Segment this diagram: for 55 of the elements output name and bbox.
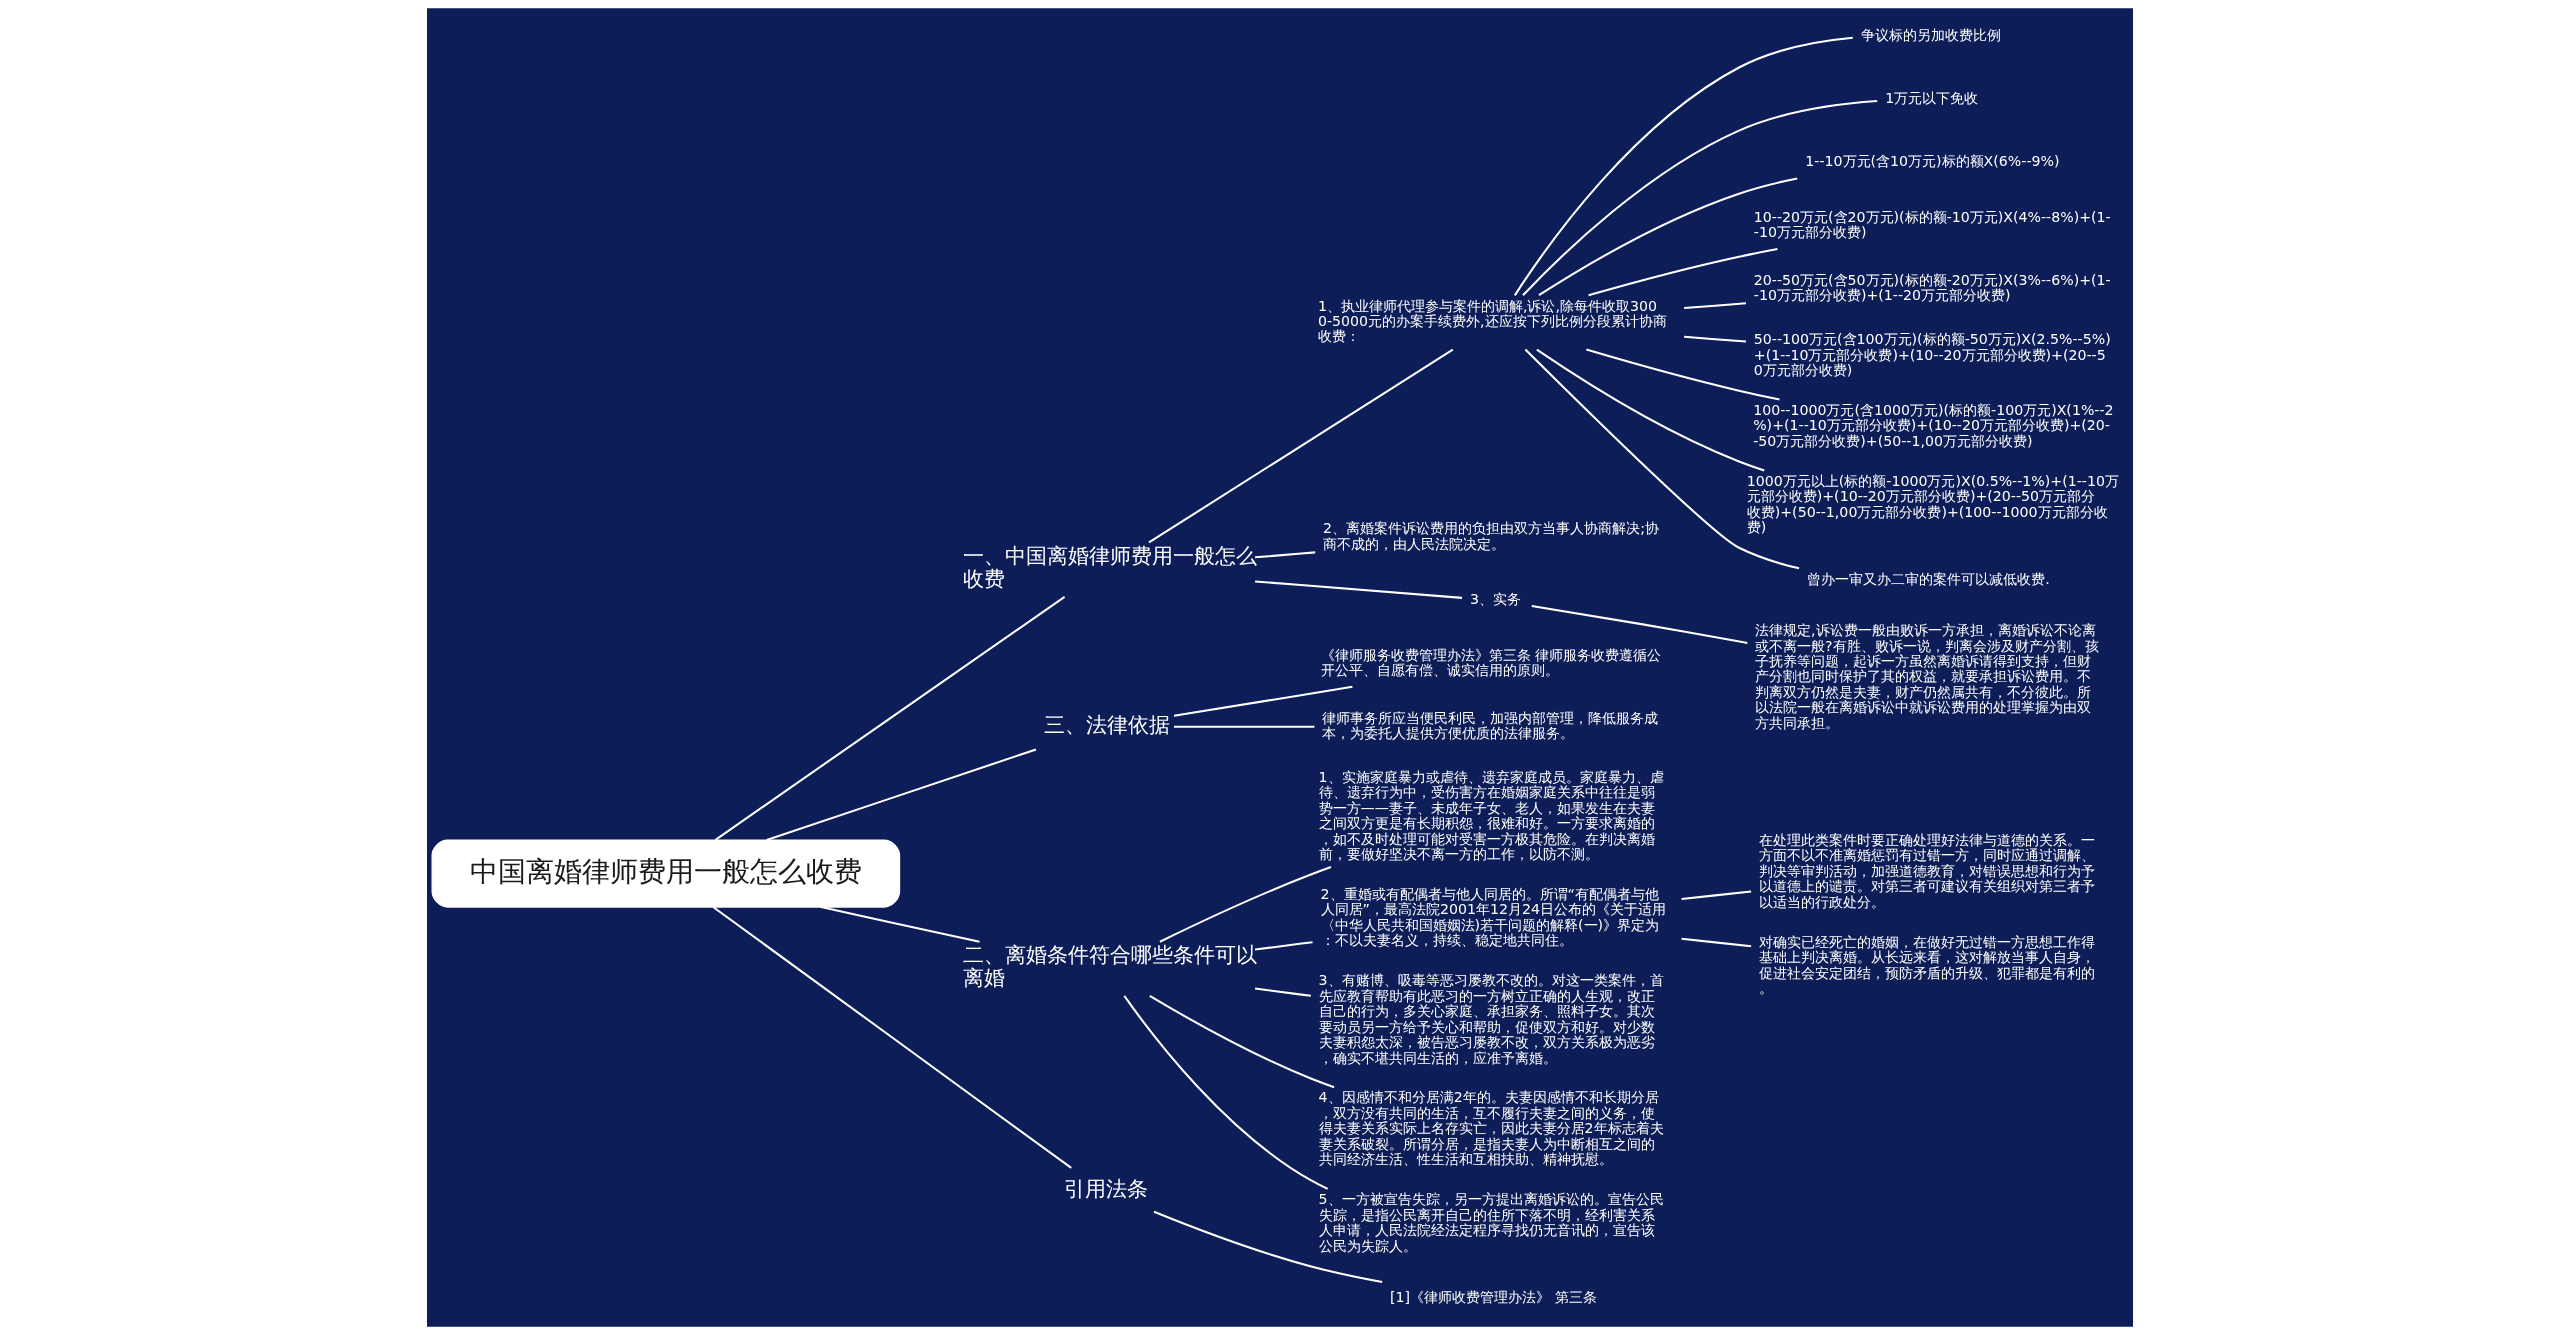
connector [1538, 177, 1798, 297]
connector [1681, 890, 1752, 900]
connector [1684, 335, 1746, 343]
node-text: 100--1000万元(含1000万元)(标的额-100万元)X(1%--2%)+(1--10万元部分收费)+(10--20万元部分收费)+(20--50万元部分收费)+(50--1,00万元部分收费) [1753, 401, 2114, 449]
connector [1255, 551, 1316, 559]
node-text: 一、中国离婚律师费用一般怎么收费 [962, 543, 1257, 592]
node-text: 争议标的另加收费比例 [1860, 27, 2001, 44]
connector [820, 906, 980, 943]
connector [1148, 348, 1454, 544]
connector [1149, 994, 1335, 1089]
node-box: 中国离婚律师费用一般怎么收费 [431, 839, 901, 908]
node-text: 《律师服务收费管理办法》第三条 律师服务收费遵循公开公平、自愿有偿、诚实信用的原则。 [1320, 646, 1662, 678]
connector [1524, 348, 1800, 570]
connector [1681, 937, 1752, 948]
node-text: 律师事务所应当便民利民，加强内部管理，降低服务成本，为委托人提供方便优质的法律服务。 [1322, 709, 1659, 742]
connector [1254, 941, 1313, 951]
node-text: 1、实施家庭暴力或虐待、遗弃家庭成员。家庭暴力、虐待、遗弃行为中，受伤害方在婚姻家庭关系中往往是弱势一方——妻子、未成年子女、老人，如果发生在夫妻之间双方更是有长期积怨，很难和好。一方要求离婚的，如不及时处理可能对受害一方极其危险。在判决离婚前，要做好坚决不离一方的工作，以防不测。 [1318, 768, 1664, 863]
node-text: 3、实务 [1469, 591, 1521, 608]
node-text: 1--10万元(含10万元)标的额X(6%--9%) [1805, 153, 2060, 170]
node-text: 2、离婚案件诉讼费用的负担由双方当事人协商解决;协商不成的，由人民法院决定。 [1323, 520, 1659, 552]
node-text: 二、离婚条件符合哪些条件可以离婚 [962, 943, 1257, 991]
node-text: 法律规定,诉讼费一般由败诉一方承担，离婚诉讼不论离或不离一般?有胜、败诉一说，判离会涉及财产分割、孩子抚养等问题，起诉一方虽然离婚诉请得到支持，但财产分割也同时保护了其的权益，就要承担诉讼费用。不判离双方仍然是夫妻，财产仍然属共有，不分彼此。所以法院一般在离婚诉讼中就诉讼费用的处理掌握为由双方共同承担。 [1755, 622, 2099, 731]
node-text: 1、执业律师代理参与案件的调解,诉讼,除每件收取3000-5000元的办案手续费外,还应按下列比例分段累计协商收费： [1317, 297, 1667, 345]
connector [1173, 685, 1353, 717]
node-text: 引用法条 [1063, 1177, 1148, 1202]
connector [714, 595, 1066, 841]
connector [1522, 100, 1878, 296]
connector [1588, 248, 1778, 297]
node-text: 1000万元以上(标的额-1000万元)X(0.5%--1%)+(1--10万元部分收费)+(10--20万元部分收费)+(20--50万元部分收费)+(50--1,00万元部分收费)+(100--1000万元部分收费) [1746, 472, 2119, 536]
connector [1255, 580, 1463, 599]
node-text: 在处理此类案件时要正确处理好法律与道德的关系。一方面不以不准离婚惩罚有过错一方，同时应通过调解、判决等审判活动，加强道德教育，对错误思想和行为予以道德上的谴责。对第三者可建议有关组织对第三者予以适当的行政处分。 [1758, 831, 2095, 910]
node-text: 三、法律依据 [1043, 712, 1170, 737]
node-text: 2、重婚或有配偶者与他人同居的。所谓“有配偶者与他人同居”，最高法院2001年12月24日公布的《关于适用〈中华人民共和国婚姻法)若干问题的解释(一)》界定为：不以夫妻名义，持续、稳定地共同住。 [1320, 886, 1666, 949]
connector [1586, 348, 1780, 401]
node-text: 3、有赌博、吸毒等恶习屡教不改的。对这一类案件，首先应教育帮助有此恶习的一方树立正确的人生观，改正自己的行为，多关心家庭、承担家务、照料子女。其次要动员另一方给予关心和帮助，促使双方和好。对少数夫妻积怨太深，被告恶习屡教不改，双方关系极为恶劣，确实不堪共同生活的，应准予离婚。 [1318, 972, 1664, 1066]
connector [1153, 1210, 1383, 1284]
node-text: [1]《律师收费管理办法》 第三条 [1390, 1289, 1597, 1305]
connector [1536, 348, 1765, 472]
connector [1514, 36, 1853, 296]
node-text: 对确实已经死亡的婚姻，在做好无过错一方思想工作得基础上判决离婚。从长远来看，这对解放当事人自身，促进社会安定团结，预防矛盾的升级、犯罪都是有利的。 [1758, 933, 2095, 996]
node-text: 曾办一审又办二审的案件可以减低收费. [1807, 570, 2050, 587]
connector [1684, 302, 1747, 310]
node-text: 1万元以下免收 [1885, 90, 1979, 107]
node-text: 5、一方被宣告失踪，另一方提出离婚诉讼的。宣告公民失踪，是指公民离开自己的住所下落不明，经利害关系人申请，人民法院经法定程序寻找仍无音讯的，宣告该公民为失踪人。 [1318, 1191, 1664, 1254]
connector [1531, 604, 1748, 644]
node-text: 10--20万元(含20万元)(标的额-10万元)X(4%--8%)+(1--10万元部分收费) [1753, 208, 2111, 241]
connector [766, 748, 1037, 841]
connector [1254, 987, 1311, 997]
connector [1123, 995, 1329, 1190]
connector [712, 906, 1072, 1169]
node-text: 50--100万元(含100万元)(标的额-50万元)X(2.5%--5%)+(1--10万元部分收费)+(10--20万元部分收费)+(20--50万元部分收费) [1753, 331, 2111, 378]
connector [1159, 866, 1332, 943]
connector [1174, 725, 1315, 728]
node-text: 20--50万元(含50万元)(标的额-20万元)X(3%--6%)+(1--10万元部分收费)+(1--20万元部分收费) [1753, 271, 2111, 304]
node-text: 4、因感情不和分居满2年的。夫妻因感情不和长期分居，双方没有共同的生活，互不履行夫妻之间的义务，使得夫妻关系实际上名存实亡，因此夫妻分居2年标志着夫妻关系破裂。所谓分居，是指夫妻人为中断相互之间的共同经济生活、性生活和互相扶助、精神抚慰。 [1318, 1089, 1664, 1168]
